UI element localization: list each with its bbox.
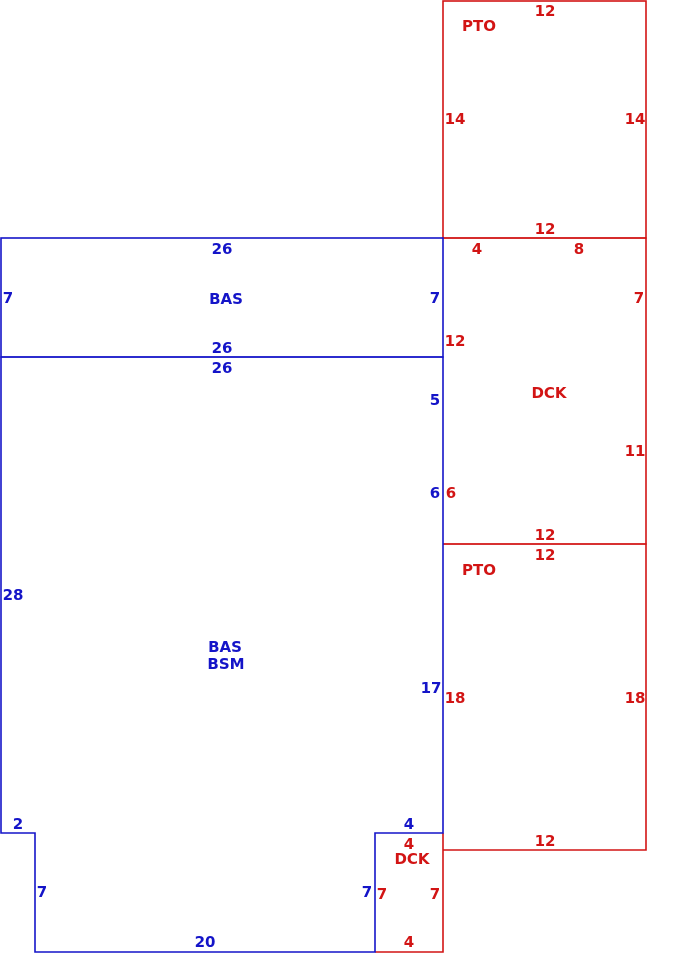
- dim-dck-mid-left-a: 12: [445, 332, 466, 350]
- bas-main-outline: [0, 356, 444, 953]
- dim-dck-mid-left-b: 6: [446, 484, 456, 502]
- pto-top-outline: [442, 0, 647, 239]
- dim-bas-notch-right: 4: [404, 815, 414, 833]
- dim-dck-mid-right-a: 7: [634, 289, 644, 307]
- dim-dck-mid-bottom: 12: [535, 526, 556, 544]
- dim-bas-main-bottom: 20: [195, 933, 216, 951]
- dim-bas-main-right-17: 17: [421, 679, 442, 697]
- dim-dck-mid-right-b: 11: [625, 442, 646, 460]
- basement-outlines: [0, 237, 444, 953]
- bas-top-label: BAS: [209, 290, 243, 308]
- dim-bas-step-left: 7: [37, 883, 47, 901]
- bas-dimension-labels: 26 7 7 26 26 28 5 6 17 2 4 7 7 20: [3, 240, 442, 951]
- dim-dck-small-left: 7: [377, 885, 387, 903]
- exterior-dimension-labels: 12 14 14 12 4 8 7 12 11 6 12 12 18 18 12…: [377, 2, 646, 951]
- area-labels: BAS BAS BSM PTO DCK PTO DCK: [207, 17, 567, 868]
- dck-small-outline: [375, 833, 444, 953]
- dim-pto-top-left: 14: [445, 110, 466, 128]
- dim-dck-small-top: 4: [404, 835, 414, 853]
- dim-bas-main-right-6: 6: [430, 484, 440, 502]
- pto-bottom-outline: [443, 543, 647, 851]
- dim-pto-top-right: 14: [625, 110, 646, 128]
- dim-bas-main-left: 28: [3, 586, 24, 604]
- exterior-outlines: [375, 0, 647, 953]
- dim-bas-top-right: 7: [430, 289, 440, 307]
- dim-pto-top-top: 12: [535, 2, 556, 20]
- dck-mid-label: DCK: [531, 384, 567, 402]
- dim-dck-mid-top-a: 4: [472, 240, 482, 258]
- dim-bas-notch-left: 2: [13, 815, 23, 833]
- dim-bas-main-right-5: 5: [430, 391, 440, 409]
- dim-pto-bottom-right: 18: [625, 689, 646, 707]
- dim-bas-top-top: 26: [212, 240, 233, 258]
- dim-pto-bottom-left: 18: [445, 689, 466, 707]
- dim-dck-small-bottom: 4: [404, 933, 414, 951]
- dim-bas-top-left: 7: [3, 289, 13, 307]
- dim-bas-top-bottom: 26: [212, 339, 233, 357]
- dim-pto-top-bottom: 12: [535, 220, 556, 238]
- dim-bas-step-right: 7: [362, 883, 372, 901]
- dim-dck-small-right: 7: [430, 885, 440, 903]
- dim-pto-bottom-top: 12: [535, 546, 556, 564]
- pto-bottom-label: PTO: [462, 561, 496, 579]
- pto-top-label: PTO: [462, 17, 496, 35]
- dim-pto-bottom-bottom: 12: [535, 832, 556, 850]
- bas-main-label-2: BSM: [207, 655, 244, 673]
- dck-small-label: DCK: [394, 850, 430, 868]
- bas-main-label-1: BAS: [208, 638, 242, 656]
- dim-dck-mid-top-b: 8: [574, 240, 584, 258]
- dim-bas-main-top: 26: [212, 359, 233, 377]
